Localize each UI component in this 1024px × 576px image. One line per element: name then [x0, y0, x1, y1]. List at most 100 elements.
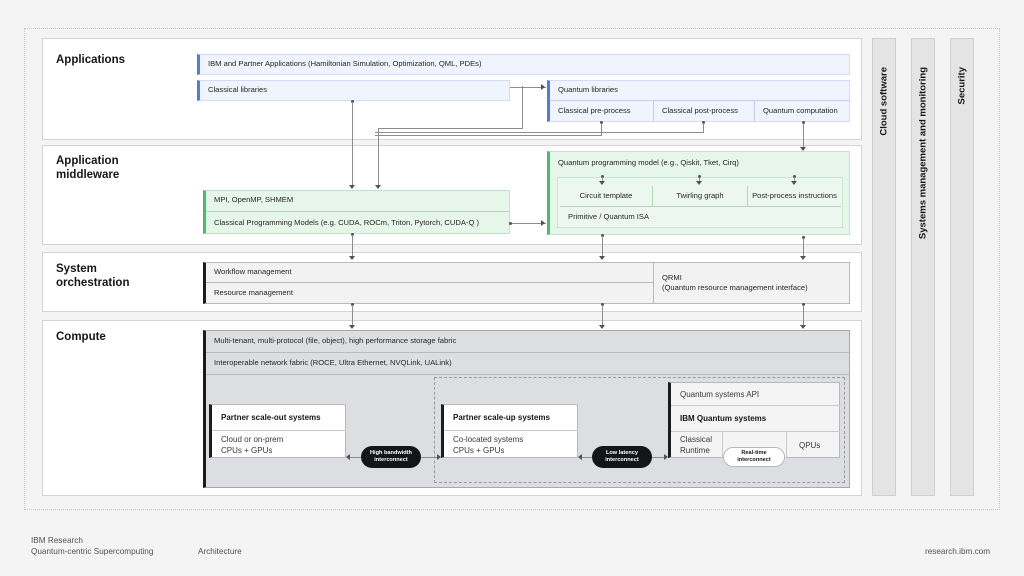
quantum-libraries-label: Quantum libraries	[550, 80, 850, 101]
column-security-label: Security	[956, 67, 968, 105]
conn-dot-qpm-3	[793, 175, 796, 178]
resource-management-label: Resource management	[214, 288, 293, 298]
scaleout-to-hbi-line	[349, 457, 361, 458]
conn-dot-isa-down	[601, 234, 604, 237]
post-process-instructions-label: Post-process instructions	[747, 186, 841, 207]
conn-preprocess-down	[601, 123, 602, 135]
scaleup-left-arrow	[437, 454, 441, 460]
conn-dot-qpm-2	[698, 175, 701, 178]
conn-arrow-orch-1	[349, 256, 355, 260]
conn-cpm-down	[352, 235, 353, 257]
quantum-centric-dashed-zone	[434, 377, 845, 483]
conn-dot-qpm-1	[601, 175, 604, 178]
primitive-quantum-isa-label: Primitive / Quantum ISA	[568, 211, 650, 221]
conn-quantum-computation-down	[803, 123, 804, 149]
applications-ibm-partner-apps-group	[197, 54, 850, 75]
conn-dot-classical-libs	[351, 100, 354, 103]
conn-qpm-2	[699, 177, 700, 182]
conn-dot-qpm-down	[802, 236, 805, 239]
conn-orch-c3	[803, 305, 804, 326]
conn-arrow-mpi2	[375, 185, 381, 189]
qrmi-label: QRMI (Quantum resource management interf…	[653, 262, 850, 304]
conn-dot-cpm-right	[509, 222, 512, 225]
conn-qlib-drop	[522, 86, 523, 128]
conn-arrow-qlib	[541, 84, 545, 90]
footer-section: Architecture	[198, 547, 242, 556]
conn-vertical-qlib-branch	[378, 128, 379, 186]
conn-arrow-mpi	[349, 185, 355, 189]
classical-libraries-label: Classical libraries	[208, 85, 268, 95]
conn-arrow-compute-3	[800, 325, 806, 329]
column-systems-management-label: Systems management and monitoring	[917, 67, 929, 240]
slide-outer-frame	[24, 28, 1000, 510]
footer-org: IBM Research Quantum-centric Supercomput…	[31, 536, 154, 556]
column-security: Security	[950, 38, 974, 496]
high-bandwidth-interconnect-pill: High bandwidth interconnect	[361, 446, 421, 468]
partner-scale-out-box	[209, 404, 346, 458]
layer-title-compute: Compute	[56, 331, 106, 343]
real-time-interconnect-pill: Real-time interconnect	[723, 447, 785, 467]
ibm-partner-applications-label: IBM and Partner Applications (Hamiltonia…	[208, 59, 482, 69]
conn-dot-preprocess	[600, 121, 603, 124]
partner-scale-out-title: Partner scale-out systems	[212, 404, 346, 431]
quantum-programming-model-label: Quantum programming model (e.g., Qiskit,…	[558, 157, 739, 167]
hbi-to-scaleup-line	[421, 457, 438, 458]
quantum-computation-label: Quantum computation	[754, 101, 850, 122]
conn-orch-c2	[602, 305, 603, 326]
conn-arrow-orch-2	[599, 256, 605, 260]
scaleup-to-lli-line	[581, 457, 592, 458]
partner-scale-out-body: Cloud or on-prem CPUs + GPUs	[221, 434, 284, 455]
ibm-quantum-systems-title: IBM Quantum systems	[671, 406, 840, 432]
conn-isa-down	[602, 236, 603, 257]
conn-qlib-to-box	[510, 87, 546, 88]
quantum-systems-api-label: Quantum systems API	[671, 383, 840, 406]
orchestration-management-group	[203, 262, 850, 304]
conn-qpm-1	[602, 177, 603, 182]
runtime-divider-left	[722, 432, 723, 458]
conn-qpm-down	[803, 238, 804, 257]
conn-arrow-compute-1	[349, 325, 355, 329]
layer-title-application-middleware: Application middleware	[56, 155, 120, 181]
conn-cpm-right	[510, 223, 546, 224]
column-cloud-software: Cloud software	[872, 38, 896, 496]
conn-classical-libs-to-mpi	[352, 102, 353, 186]
layer-title-system-orchestration: System orchestration	[56, 263, 130, 289]
conn-arrow-cpm-right	[541, 220, 545, 226]
classical-programming-models-label: Classical Programming Models (e.g. CUDA,…	[214, 217, 479, 227]
network-fabric-label: Interoperable network fabric (ROCE, Ultr…	[206, 353, 850, 375]
ibmq-left-arrow	[664, 454, 668, 460]
conn-dot-orch-c1	[351, 303, 354, 306]
conn-arrow-circuit-template	[599, 181, 605, 185]
conn-arrow-postproc-instr	[791, 181, 797, 185]
conn-arrow-qrmi	[800, 256, 806, 260]
partner-scale-up-body: Co-located systems CPUs + GPUs	[453, 434, 524, 455]
conn-qpm-3	[794, 177, 795, 182]
conn-arrow-compute-2	[599, 325, 605, 329]
classical-middleware-group	[203, 190, 510, 234]
storage-fabric-label: Multi-tenant, multi-protocol (file, obje…	[206, 331, 850, 353]
scaleout-arrow	[346, 454, 350, 460]
classical-pre-process-label: Classical pre-process	[558, 106, 631, 116]
workflow-management-label: Workflow management	[206, 262, 653, 283]
conn-dot-orch-c2	[601, 303, 604, 306]
column-systems-management: Systems management and monitoring	[911, 38, 935, 496]
conn-dot-orch-c3	[802, 303, 805, 306]
partner-scale-up-box	[441, 404, 578, 458]
footer-url: research.ibm.com	[925, 547, 991, 556]
conn-preprocess-h	[375, 135, 602, 136]
conn-postprocess-h	[375, 132, 704, 133]
classical-runtime-label: Classical Runtime	[680, 435, 713, 455]
conn-dot-quantum-computation	[802, 121, 805, 124]
twirling-graph-label: Twirling graph	[652, 186, 747, 207]
conn-dot-cpm-down	[351, 233, 354, 236]
low-latency-interconnect-pill: Low latency interconnect	[592, 446, 652, 468]
ibm-quantum-systems-box	[668, 382, 840, 458]
conn-arrow-qpm	[800, 147, 806, 151]
layer-title-applications: Applications	[56, 54, 126, 66]
conn-orch-c1	[352, 305, 353, 326]
conn-arrow-twirling	[696, 181, 702, 185]
mpi-openmp-shmem-label: MPI, OpenMP, SHMEM	[206, 190, 510, 212]
classical-post-process-label: Classical post-process	[653, 101, 754, 122]
qpus-label: QPUs	[799, 440, 821, 450]
scaleup-right-arrow	[578, 454, 582, 460]
